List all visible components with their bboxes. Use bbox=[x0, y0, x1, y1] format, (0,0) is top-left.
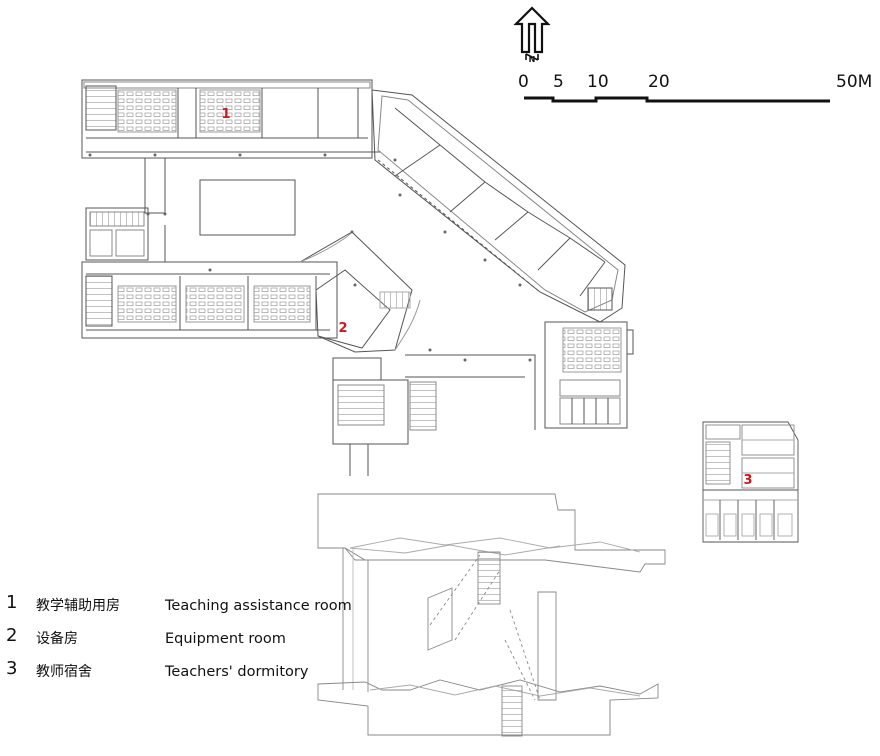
north-arrow-icon bbox=[513, 6, 551, 61]
school-floor-plan: 1 2 bbox=[81, 79, 634, 476]
legend-number-3: 3 bbox=[6, 658, 18, 679]
scale-tick-10: 10 bbox=[587, 72, 609, 92]
room-number-3: 3 bbox=[743, 473, 752, 488]
north-arrow-letter: N bbox=[529, 55, 536, 64]
legend-chinese-3: 教师宿舍 bbox=[36, 664, 92, 680]
legend-number-1: 1 bbox=[6, 592, 18, 613]
legend-chinese-1: 教学辅助用房 bbox=[36, 598, 120, 614]
scale-tick-5: 5 bbox=[553, 72, 564, 92]
legend-english-1: Teaching assistance room bbox=[165, 598, 352, 614]
lower-level-outline bbox=[317, 493, 666, 737]
scale-bar bbox=[524, 96, 830, 103]
scale-tick-50m: 50M bbox=[836, 72, 873, 92]
dormitory-plan: 3 bbox=[702, 421, 799, 543]
legend-english-3: Teachers' dormitory bbox=[165, 664, 309, 680]
scale-tick-20: 20 bbox=[648, 72, 670, 92]
room-number-1: 1 bbox=[221, 107, 230, 122]
legend-number-2: 2 bbox=[6, 625, 18, 646]
legend-english-2: Equipment room bbox=[165, 631, 286, 647]
scale-tick-0: 0 bbox=[518, 72, 529, 92]
legend-chinese-2: 设备房 bbox=[36, 631, 78, 647]
room-number-2: 2 bbox=[338, 321, 347, 336]
